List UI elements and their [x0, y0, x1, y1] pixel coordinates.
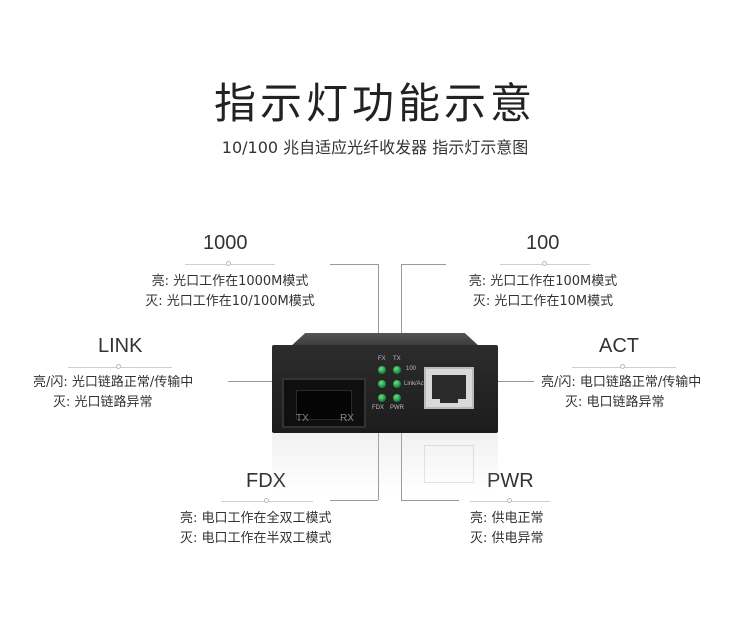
leader-link-h — [228, 381, 288, 382]
led-label-pwr: PWR — [390, 405, 404, 411]
fiber-tx-label: TX — [296, 413, 309, 424]
led-100 — [393, 366, 401, 374]
label-link-line2: 灭: 光口链路异常 — [53, 395, 153, 410]
led-fdx — [378, 394, 386, 402]
device-reflection-port — [424, 445, 474, 483]
led-label-100: 100 — [406, 366, 417, 372]
leader-pwr-h — [401, 500, 459, 501]
label-pwr-dot — [507, 498, 512, 503]
label-act-dot — [620, 364, 625, 369]
leader-fdx-h — [330, 500, 378, 501]
page-title: 指示灯功能示意 — [213, 79, 536, 128]
led-label-tx: TX — [393, 356, 401, 362]
leader-100-v — [401, 264, 402, 358]
leader-1000-v — [378, 264, 379, 358]
label-act-desc: 亮/闪: 电口链路正常/传输中 灭: 电口链路异常 — [541, 373, 701, 413]
label-1000-line2: 灭: 光口工作在10/100M模式 — [145, 294, 315, 309]
label-100-dot — [542, 261, 547, 266]
label-fdx-line2: 灭: 电口工作在半双工模式 — [180, 531, 332, 546]
label-1000-line1: 亮: 光口工作在1000M模式 — [151, 274, 309, 289]
label-1000-desc: 亮: 光口工作在1000M模式 灭: 光口工作在10/100M模式 — [130, 272, 330, 312]
label-link-line1: 亮/闪: 光口链路正常/传输中 — [33, 375, 194, 390]
label-fdx-title: FDX — [246, 470, 286, 492]
led-act — [393, 380, 401, 388]
led-label-link-act: Link/Act — [404, 381, 426, 387]
label-fdx-desc: 亮: 电口工作在全双工模式 灭: 电口工作在半双工模式 — [180, 509, 332, 549]
label-act-line1: 亮/闪: 电口链路正常/传输中 — [541, 375, 702, 390]
label-fdx-line1: 亮: 电口工作在全双工模式 — [180, 511, 332, 526]
label-pwr-line1: 亮: 供电正常 — [470, 511, 544, 526]
led-pwr — [393, 394, 401, 402]
media-converter-device: TX RX FX TX 100 Link/Act FDX PWR — [272, 333, 498, 433]
device-reflection — [272, 433, 498, 493]
label-link-desc: 亮/闪: 光口链路正常/传输中 灭: 光口链路异常 — [33, 373, 193, 413]
fiber-sc-port-inner — [296, 390, 352, 420]
leader-act-h — [470, 381, 534, 382]
fiber-sc-port — [282, 378, 366, 428]
label-act-title: ACT — [599, 335, 639, 357]
label-link-dot — [116, 364, 121, 369]
led-label-fdx: FDX — [372, 405, 384, 411]
leader-fdx-v — [378, 410, 379, 500]
leader-100-h — [401, 264, 446, 265]
label-pwr-desc: 亮: 供电正常 灭: 供电异常 — [470, 509, 544, 549]
leader-pwr-v — [401, 410, 402, 500]
label-100-line2: 灭: 光口工作在10M模式 — [472, 294, 614, 309]
page-subtitle: 10/100 兆自适应光纤收发器 指示灯示意图 — [221, 138, 529, 157]
label-100-line1: 亮: 光口工作在100M模式 — [468, 274, 618, 289]
label-act-line2: 灭: 电口链路异常 — [565, 395, 665, 410]
fiber-rx-label: RX — [340, 413, 354, 424]
device-top — [290, 333, 480, 347]
led-label-fx: FX — [378, 356, 386, 362]
leader-1000-h — [330, 264, 378, 265]
label-100-desc: 亮: 光口工作在100M模式 灭: 光口工作在10M模式 — [443, 272, 643, 312]
label-1000-dot — [226, 261, 231, 266]
led-1000 — [378, 366, 386, 374]
label-100-title: 100 — [526, 232, 560, 254]
label-fdx-dot — [264, 498, 269, 503]
label-pwr-line2: 灭: 供电异常 — [470, 531, 544, 546]
rj45-port — [424, 367, 474, 409]
led-link — [378, 380, 386, 388]
label-link-title: LINK — [98, 335, 143, 357]
rj45-port-clip — [440, 395, 458, 403]
label-1000-title: 1000 — [203, 232, 248, 254]
label-pwr-title: PWR — [487, 470, 534, 492]
